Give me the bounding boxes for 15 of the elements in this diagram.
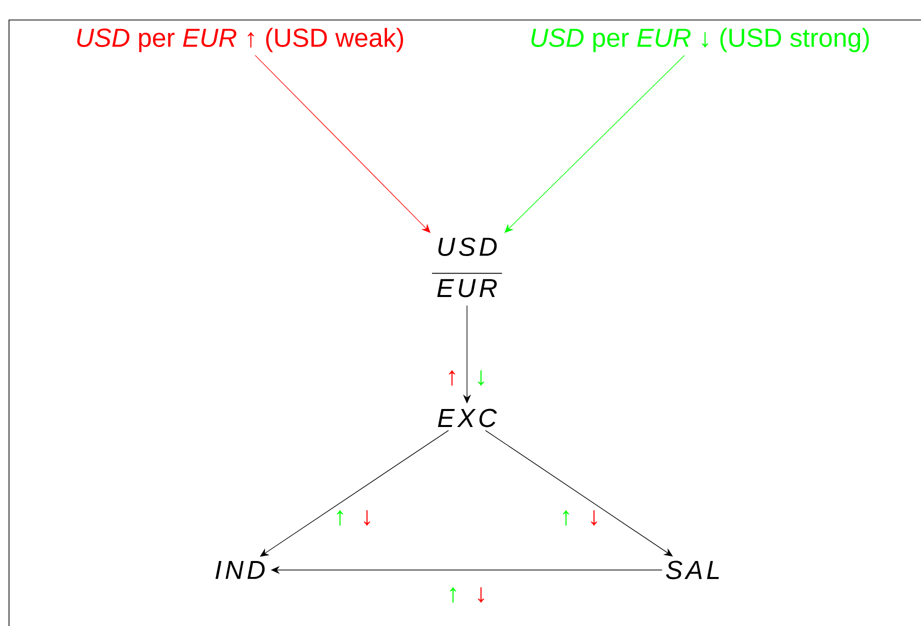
variable-label: SAL [666, 560, 719, 580]
arrow-symbol: ↑ [448, 370, 456, 386]
arrow-symbol: ↑ [562, 510, 570, 526]
arrow-symbol: ↓ [364, 510, 370, 526]
arrow-symbol: ↓ [478, 587, 484, 603]
heading-text: USD per EUR ↓ (USD strong) [531, 28, 869, 52]
arrow-symbol: ↑ [450, 587, 456, 603]
arrow-symbol: ↑ [336, 510, 344, 526]
heading-text: USD per EUR ↑ (USD weak) [77, 28, 404, 52]
variable-label: IND [216, 561, 265, 579]
fraction: USD EUR [432, 238, 502, 298]
arrow-symbol: ↓ [478, 370, 484, 386]
variable-label: EXC [438, 408, 497, 428]
arrow [485, 430, 673, 556]
arrow-symbol: ↓ [590, 510, 598, 526]
